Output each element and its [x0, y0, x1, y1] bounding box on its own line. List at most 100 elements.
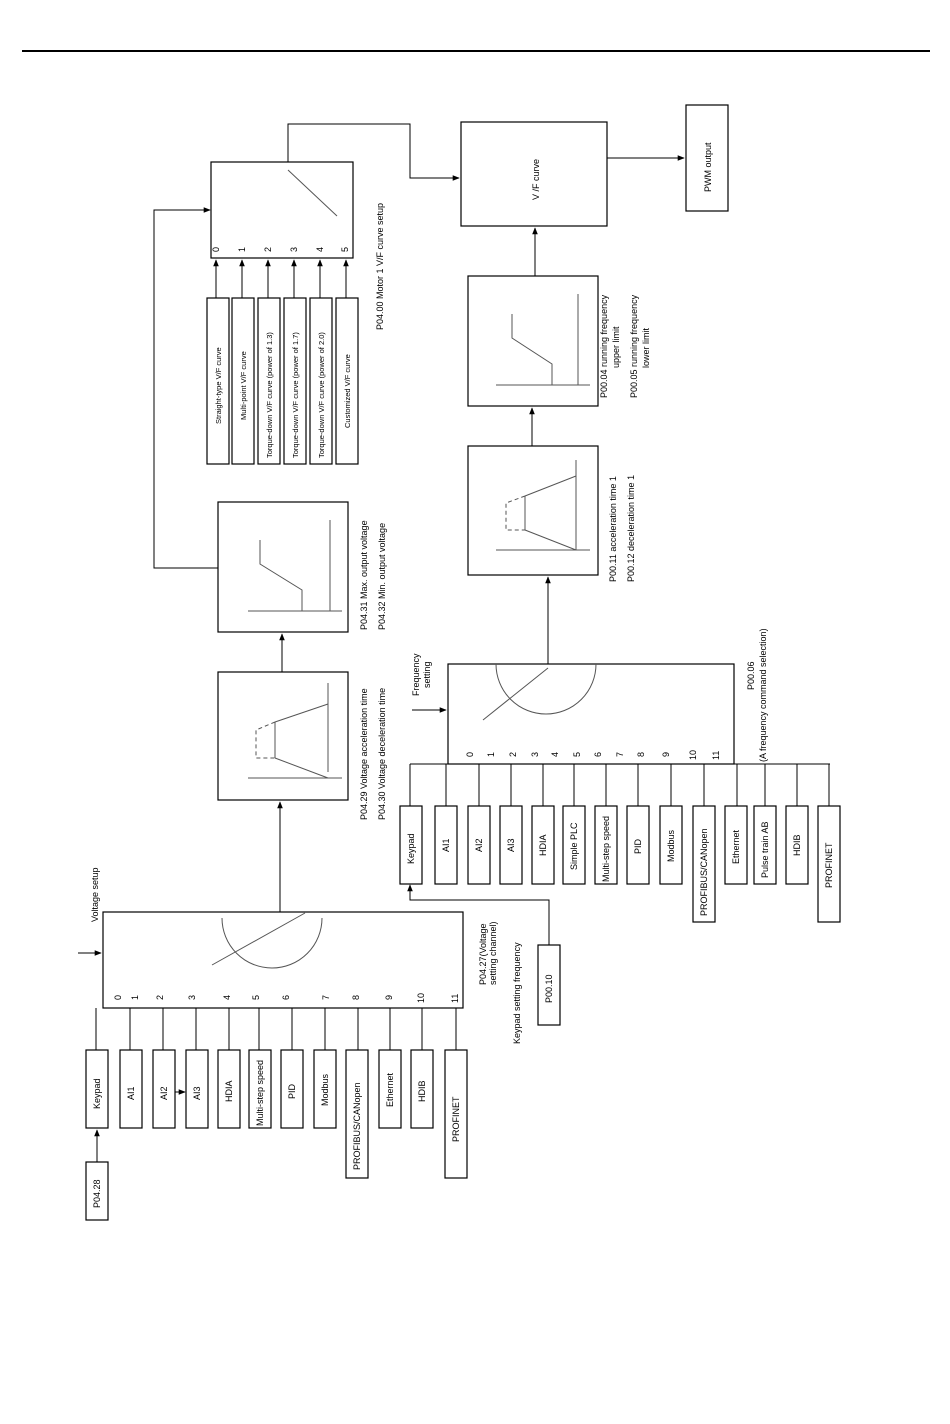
frequency-source-box	[817, 805, 841, 923]
voltage-limit-graph	[248, 520, 342, 612]
frequency-source-label: PID	[633, 838, 643, 854]
frequency-source-label: AI3	[506, 838, 516, 852]
frequency-source-box	[562, 805, 586, 885]
frequency-index: 4	[550, 752, 560, 757]
vf-setup-index-list: 0 1 2 3 4 5	[211, 247, 350, 252]
p0010-to-freq-keypad-line	[407, 884, 550, 945]
frequency-limit-box	[467, 275, 599, 407]
frequency-index: 11	[711, 751, 721, 760]
frequency-index: 1	[486, 752, 496, 757]
frequency-ramp-graph	[496, 460, 590, 551]
voltage-setup-title: Voltage setup	[90, 867, 100, 922]
voltage-index: 3	[187, 995, 197, 1000]
frequency-index: 8	[636, 752, 646, 757]
frequency-source-label: Ethernet	[731, 829, 741, 864]
voltage-source-box	[185, 1049, 209, 1129]
vf-setup-to-vf-curve-line	[287, 123, 460, 181]
voltage-limit-box	[217, 501, 349, 633]
vf-option-box	[206, 297, 230, 465]
voltage-limit-param-1: P04.31 Max. output voltage	[359, 520, 369, 630]
vf-option-box	[309, 297, 333, 465]
frequency-source-box	[594, 805, 618, 885]
voltage-source-box	[85, 1049, 109, 1129]
frequency-source-box	[785, 805, 809, 885]
frequency-source-label: AI2	[474, 838, 484, 852]
voltage-limit-to-vf-setup-line	[153, 207, 218, 569]
voltage-source-box	[410, 1049, 434, 1129]
vf-index: 4	[315, 247, 325, 252]
frequency-source-box	[724, 805, 748, 885]
frequency-limit-param-1: P00.04 running frequency	[599, 294, 609, 398]
vf-option-box	[283, 297, 307, 465]
frequency-source-box	[753, 805, 777, 885]
voltage-setting-channel-box	[102, 911, 464, 1009]
voltage-index: 8	[351, 995, 361, 1000]
voltage-source-label: Modbus	[320, 1073, 330, 1106]
voltage-source-label: PROFIBUS/CANopen	[352, 1082, 362, 1170]
frequency-setting-title-2: setting	[422, 661, 432, 688]
frequency-source-label: Multi-step speed	[601, 816, 611, 882]
frequency-source-label: Pulse train AB	[760, 821, 770, 878]
voltage-source-label: Multi-step speed	[255, 1060, 265, 1126]
voltage-source-box	[119, 1049, 143, 1129]
voltage-index: 10	[416, 993, 426, 1003]
voltage-index: 7	[321, 995, 331, 1000]
voltage-index-list: 0 1 2 3 4 5 6 7 8 9 10 11	[113, 993, 460, 1003]
frequency-source-label: HDIB	[792, 834, 802, 856]
voltage-source-label: AI1	[126, 1086, 136, 1100]
vf-option-label: Torque-down V/F curve (power of 1.7)	[291, 332, 300, 458]
frequency-source-box	[531, 805, 555, 885]
frequency-ramp-box	[467, 445, 599, 576]
frequency-source-list: Keypad AI1 AI2 AI3 HDIA Simple PLC Multi…	[399, 805, 841, 923]
frequency-limit-param-4: lower limit	[641, 327, 651, 368]
frequency-index: 10	[688, 750, 698, 760]
voltage-index: 9	[384, 995, 394, 1000]
frequency-source-connectors	[409, 763, 830, 806]
voltage-ramp-graph	[248, 683, 342, 779]
frequency-index-list: 0 1 2 3 4 5 6 7 8 9 10 11	[465, 750, 721, 760]
frequency-source-label: AI1	[441, 838, 451, 852]
voltage-source-box	[280, 1049, 304, 1129]
p0427-label-1: P04.27(Voltage	[478, 923, 488, 985]
frequency-source-label: Simple PLC	[569, 822, 579, 870]
frequency-index: 3	[530, 752, 540, 757]
frequency-limit-param-2: upper limit	[611, 326, 621, 368]
frequency-source-box	[467, 805, 491, 885]
voltage-index: 1	[130, 995, 140, 1000]
p0010-label: P00.10	[544, 974, 554, 1003]
vf-curve-setup-box	[210, 161, 354, 259]
vf-curve-label: V /F curve	[531, 159, 541, 200]
voltage-source-box	[378, 1049, 402, 1129]
frequency-setting-title-1: Frequency	[411, 653, 421, 696]
frequency-source-label: Modbus	[666, 829, 676, 862]
frequency-selector-arc	[495, 663, 597, 715]
vf-index: 3	[289, 247, 299, 252]
voltage-index: 11	[450, 994, 460, 1003]
voltage-source-list: Keypad AI1 AI2 AI3 HDIA Multi-step speed…	[85, 1049, 468, 1179]
voltage-source-box	[248, 1049, 272, 1129]
voltage-source-box	[345, 1049, 369, 1179]
voltage-source-label: PID	[287, 1083, 297, 1099]
vf-option-list: Straight-type V/F curve Multi-point V/F …	[206, 297, 359, 465]
p0428-label: P04.28	[92, 1179, 102, 1208]
vf-option-box	[257, 297, 281, 465]
frequency-source-box	[626, 805, 650, 885]
p0427-label-2: setting channel)	[488, 921, 498, 985]
voltage-index: 4	[222, 995, 232, 1000]
vf-option-label: Customized V/F curve	[343, 354, 352, 428]
voltage-source-label: Keypad	[92, 1078, 102, 1109]
vf-option-label: Multi-point V/F curve	[239, 351, 248, 420]
voltage-source-label: AI2	[159, 1086, 169, 1100]
frequency-index: 9	[661, 752, 671, 757]
voltage-ramp-param-2: P04.30 Voltage deceleration time	[377, 688, 387, 820]
voltage-source-label: PROFINET	[451, 1096, 461, 1142]
voltage-index: 0	[113, 995, 123, 1000]
voltage-selector-pointer	[211, 912, 306, 966]
voltage-index: 2	[155, 995, 165, 1000]
pwm-output-label: PWM output	[703, 142, 713, 192]
vf-curve-box	[460, 121, 608, 227]
vf-index: 1	[237, 247, 247, 252]
keypad-setting-frequency-label: Keypad setting frequency	[512, 942, 522, 1044]
vf-option-box	[231, 297, 255, 465]
